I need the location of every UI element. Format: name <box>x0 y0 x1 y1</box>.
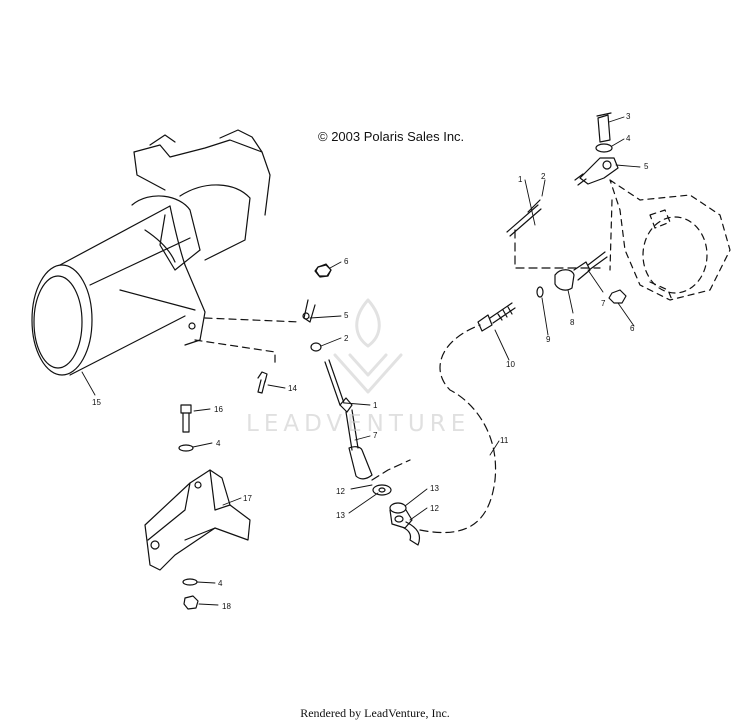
right-housing <box>609 179 731 301</box>
part-8-adjuster <box>554 251 608 291</box>
callout-3: 3 <box>626 112 631 121</box>
lower-fittings <box>389 502 421 546</box>
copyright-notice: © 2003 Polaris Sales Inc. <box>318 129 465 144</box>
callout-12-right: 12 <box>430 504 439 513</box>
callout-6-right: 6 <box>630 324 635 333</box>
callout-15: 15 <box>92 398 101 407</box>
callout-8: 8 <box>570 318 575 327</box>
callout-13-right: 13 <box>430 484 439 493</box>
callout-4-bottom: 4 <box>218 579 223 588</box>
callout-7-right: 7 <box>601 299 606 308</box>
callout-2-upper: 2 <box>541 172 546 181</box>
callout-labels: 1 2 3 4 5 7 6 8 9 10 6 5 2 1 7 11 12 13 … <box>92 112 649 611</box>
part-14-screw <box>257 371 268 394</box>
part-6-nut-right <box>608 289 627 304</box>
center-cable-assembly <box>302 264 392 496</box>
part-17-bracket <box>144 469 251 571</box>
callout-9: 9 <box>546 335 551 344</box>
part-10-cable-end <box>477 286 544 332</box>
part-11-cable <box>371 229 601 534</box>
part-6-nut-center <box>315 263 332 278</box>
callout-4-upper: 4 <box>626 134 631 143</box>
callout-7-center: 7 <box>373 431 378 440</box>
callout-10: 10 <box>506 360 515 369</box>
callout-6-center: 6 <box>344 257 349 266</box>
part-18-nut <box>183 595 199 610</box>
routing-lines <box>194 317 301 366</box>
watermark-text: LEADVENTURE <box>246 411 471 437</box>
callout-5-upper: 5 <box>644 162 649 171</box>
callout-2-center: 2 <box>344 334 349 343</box>
part-4-washer-lower <box>182 578 198 586</box>
upper-right-linkage <box>506 112 619 237</box>
footer-credit: Rendered by LeadVenture, Inc. <box>300 706 450 720</box>
callout-4-left: 4 <box>216 439 221 448</box>
callout-12-left: 12 <box>336 487 345 496</box>
leader-lines <box>81 116 641 606</box>
callout-16: 16 <box>214 405 223 414</box>
callout-18: 18 <box>222 602 231 611</box>
callout-1-upper: 1 <box>518 175 523 184</box>
callout-13-left: 13 <box>336 511 345 520</box>
callout-5-center: 5 <box>344 311 349 320</box>
callout-17: 17 <box>243 494 252 503</box>
part-16-bolt <box>180 404 192 433</box>
callout-11: 11 <box>500 436 509 445</box>
callout-1-center: 1 <box>373 401 378 410</box>
callout-14: 14 <box>288 384 297 393</box>
part-15-housing <box>31 129 271 376</box>
watermark-logo <box>333 298 403 394</box>
part-4-washer-upper <box>178 444 194 452</box>
